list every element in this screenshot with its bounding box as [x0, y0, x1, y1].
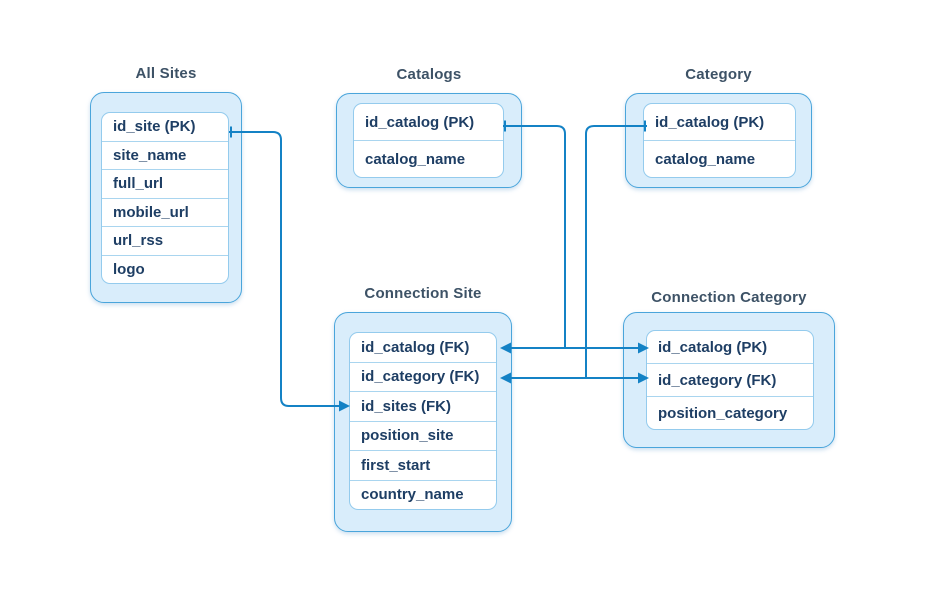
field-first-start: first_start: [350, 451, 496, 481]
entity-title-catalogs: Catalogs: [396, 66, 462, 83]
entity-connection-category[interactable]: id_catalog (PK) id_category (FK) positio…: [623, 312, 835, 448]
entity-title-connection-site: Connection Site: [364, 285, 482, 302]
entity-category[interactable]: id_catalog (PK) catalog_name: [625, 93, 812, 188]
entity-table-connection-category: id_catalog (PK) id_category (FK) positio…: [646, 330, 814, 430]
field-id-catalog-fk: id_catalog (FK): [350, 333, 496, 363]
entity-connection-site[interactable]: id_catalog (FK) id_category (FK) id_site…: [334, 312, 512, 532]
field-catalog-name: catalog_name: [365, 150, 466, 168]
entity-table-all-sites: id_site (PK) site_name full_url mobile_u…: [101, 112, 229, 284]
field-logo: logo: [113, 260, 145, 278]
field-catalog-name: catalog_name: [655, 150, 756, 168]
field-id-category-fk: id_category (FK): [647, 364, 813, 397]
entity-catalogs[interactable]: id_catalog (PK) catalog_name: [336, 93, 522, 188]
entity-title-connection-category: Connection Category: [651, 289, 807, 306]
entity-title-category: Category: [685, 66, 752, 83]
field-position-site: position_site: [350, 422, 496, 451]
field-id-sites-fk: id_sites (FK): [350, 392, 496, 422]
field-id-catalog-pk: id_catalog (PK): [644, 104, 795, 141]
entity-all-sites[interactable]: id_site (PK) site_name full_url mobile_u…: [90, 92, 242, 303]
connector-line: [229, 131, 340, 407]
field-id-catalog-pk: id_catalog (PK): [647, 331, 813, 364]
field-id-catalog-pk: id_catalog (PK): [354, 104, 503, 141]
field-url-rss: url_rss: [102, 227, 228, 256]
field-id-site-pk: id_site (PK): [102, 113, 228, 142]
entity-table-category: id_catalog (PK) catalog_name: [643, 103, 796, 178]
field-id-category-fk: id_category (FK): [350, 363, 496, 392]
field-country-name: country_name: [361, 486, 464, 504]
entity-table-connection-site: id_catalog (FK) id_category (FK) id_site…: [349, 332, 497, 510]
field-mobile-url: mobile_url: [102, 199, 228, 227]
entity-title-all-sites: All Sites: [135, 65, 197, 82]
field-full-url: full_url: [102, 170, 228, 199]
field-site-name: site_name: [102, 142, 228, 170]
entity-table-catalogs: id_catalog (PK) catalog_name: [353, 103, 504, 178]
relationship-allsites-connectionsite[interactable]: [229, 126, 350, 412]
field-position-category: position_category: [658, 404, 788, 422]
